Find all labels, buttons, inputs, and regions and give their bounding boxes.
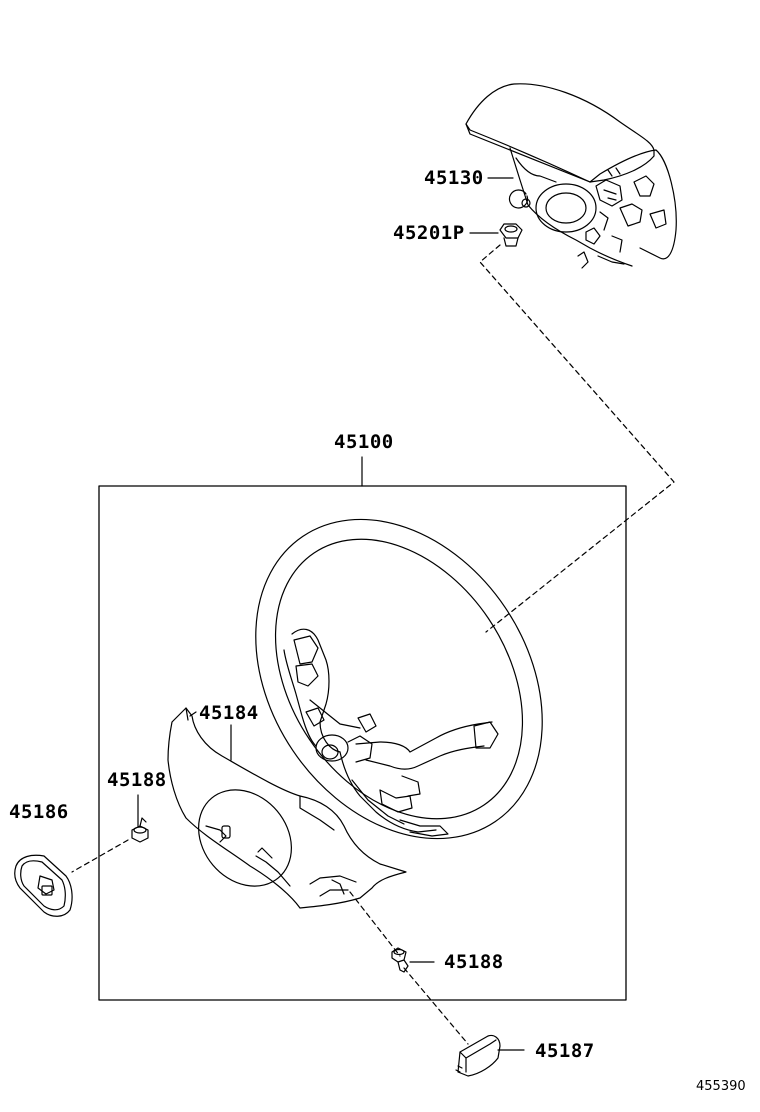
- part-label-45186: 45186: [9, 801, 69, 823]
- part-label-45184: 45184: [199, 702, 259, 724]
- part-label-45100: 45100: [334, 431, 394, 453]
- airbag-module-drawing: [465, 83, 677, 269]
- part-label-45188-left: 45188: [107, 769, 167, 791]
- assembly-lines: [71, 244, 675, 1045]
- lower-cover-drawing: [167, 707, 407, 909]
- screw-bottom-drawing: [391, 947, 409, 973]
- steering-wheel-drawing: [255, 518, 543, 840]
- left-cover-drawing: [14, 854, 73, 917]
- part-label-45187: 45187: [535, 1040, 595, 1062]
- assembly-box: [98, 485, 627, 1001]
- nut-drawing: [499, 223, 523, 247]
- diagram-code: 455390: [696, 1079, 746, 1094]
- part-label-45201p: 45201P: [393, 222, 465, 244]
- bottom-cover-drawing: [455, 1034, 501, 1077]
- part-label-45188-bottom: 45188: [444, 951, 504, 973]
- screw-left-drawing: [131, 817, 149, 843]
- leader-lines: [137, 177, 525, 1051]
- part-label-45130: 45130: [424, 167, 484, 189]
